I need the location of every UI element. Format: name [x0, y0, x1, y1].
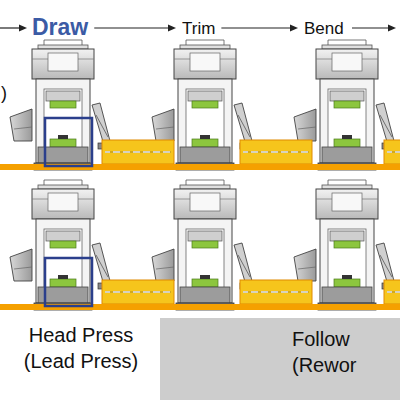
stage-label: Draw — [30, 13, 90, 42]
flow-arrow — [221, 25, 298, 32]
band-text: Follow (Rewor — [292, 326, 376, 378]
stage-label: Trim — [180, 18, 217, 40]
stage-heading: Trim — [180, 18, 217, 40]
stage-label: Bend — [302, 18, 346, 40]
stage-heading: Bend — [302, 18, 346, 40]
stage-heading: Draw — [30, 13, 90, 42]
press-caption: Head Press (Lead Press) — [8, 322, 154, 374]
flow-arrow — [94, 25, 176, 32]
cut-text: ) — [1, 82, 15, 105]
follow-band: Follow (Rewor — [160, 318, 400, 400]
